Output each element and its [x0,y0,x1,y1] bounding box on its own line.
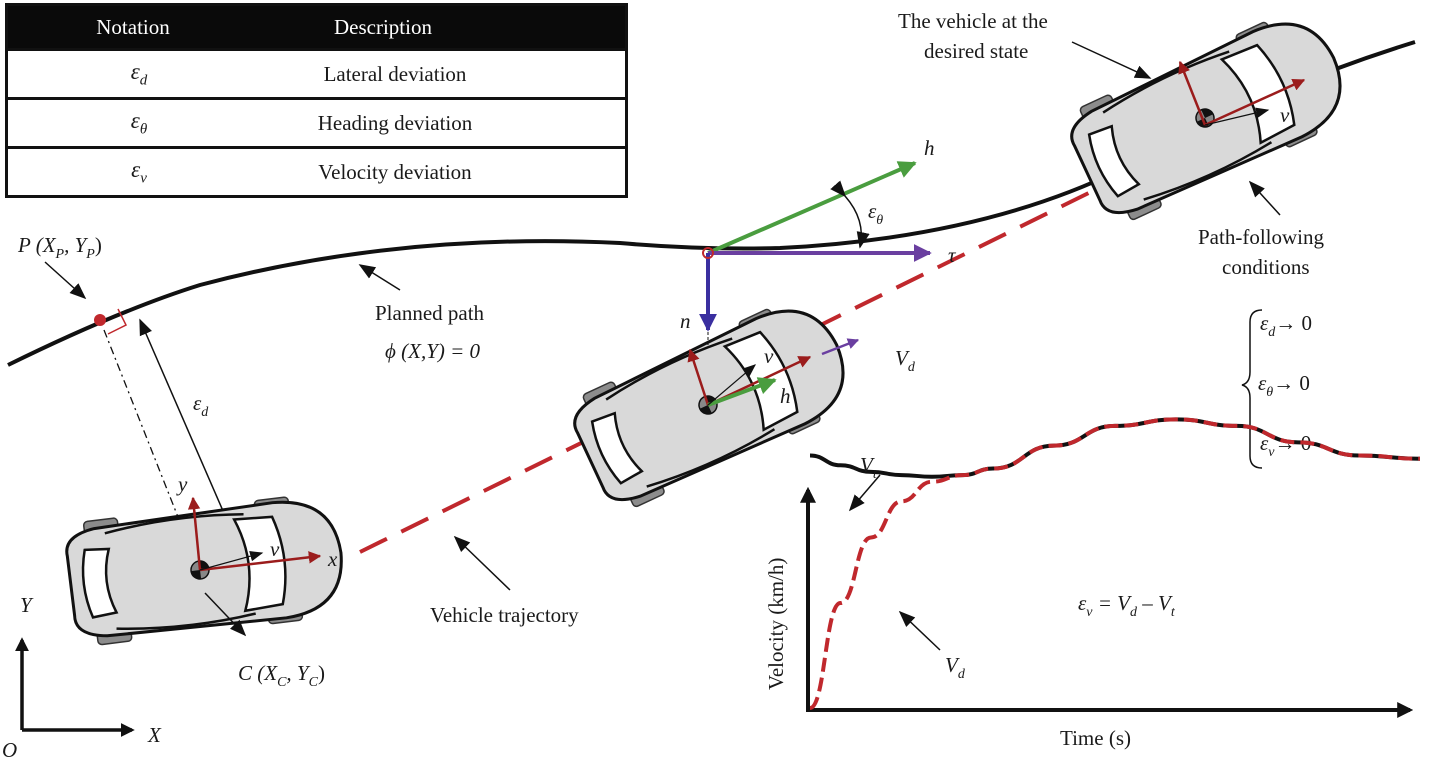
condition-heading: εθ→ 0 [1258,371,1310,400]
desired-velocity-arrow [821,338,860,356]
tau-label: τ [948,243,957,267]
notation-symbol: εv [131,156,147,187]
axis-x-label: X [147,723,162,747]
h-top-label: h [924,136,935,160]
trajectory-pointer [453,535,511,591]
origin-label: O [2,738,17,762]
table-header: Notation Description [8,6,625,48]
n-label: n [680,309,691,333]
mid-v-label: v [764,344,774,368]
axis-y-label: Y [20,593,34,617]
planned-path-pointer [358,264,401,291]
top-car-y-arrow [1178,60,1207,126]
mid-vd-label: Vd [895,346,916,375]
perpendicular-dashdot-line [103,329,196,561]
header-description: Description [334,14,432,39]
top-car-velocity-arrow [1204,107,1270,126]
vt-label: Vt [860,453,878,482]
car-x-label: x [327,547,338,571]
heading-angle-arc [830,180,870,249]
notation-description: Heading deviation [317,110,473,135]
vehicle-desired [1059,0,1362,231]
vd-label: Vd [945,653,966,682]
desired-state-pointer [1071,41,1152,79]
notation-description: Velocity deviation [318,159,472,184]
desired-state-label-line1: The vehicle at the [898,9,1048,33]
path-equation: ϕ (X,Y) = 0 [385,339,481,363]
table-row: εv Velocity deviation [8,146,625,195]
chart-annotation: εv = Vd – Vt [1078,591,1176,620]
vd-pointer [898,610,941,651]
lateral-deviation-label: εd [193,391,209,420]
notation-description: Lateral deviation [323,61,467,86]
notation-table: Notation Description εd Lateral deviatio… [5,3,628,198]
heading-arrow-top [707,161,917,255]
notation-symbol: εθ [130,107,148,138]
top-v-label: v [1280,103,1290,127]
path-following-pointer [1248,180,1281,216]
vehicle-trajectory-label: Vehicle trajectory [430,603,579,627]
chart-ylabel: Velocity (km/h) [764,558,788,690]
desired-state-label-line2: desired state [924,39,1028,63]
car-y-label: y [176,472,188,496]
global-axes [15,637,135,737]
chart-xlabel: Time (s) [1060,726,1131,750]
planned-path-label: Planned path [375,301,485,325]
condition-lateral: εd→ 0 [1260,311,1312,340]
mid-car-heading-arrow [707,377,777,407]
car-v-label: v [270,537,280,561]
series-vd-line [809,417,1421,710]
conditions-brace [1241,309,1263,469]
point-p-label: P (XP, YP) [17,233,102,262]
mid-car-y-arrow [687,348,710,406]
right-angle-marker [107,308,128,335]
top-car-x-arrow [1204,78,1306,127]
point-c-pointer [204,592,247,637]
heading-deviation-label: εθ [868,199,883,228]
car-velocity-arrow [199,551,264,571]
point-p-marker [94,314,106,326]
path-following-label-line1: Path-following [1198,225,1324,249]
point-c-label: C (XC, YC) [238,661,325,690]
path-following-label-line2: conditions [1222,255,1310,279]
vt-pointer [848,474,881,512]
velocity-chart: Time (s) Velocity (km/h) εv = Vd – Vt Vt… [764,417,1421,750]
table-row: εd Lateral deviation [8,48,625,97]
frenet-origin [702,247,714,259]
car-y-axis-arrow [187,496,202,571]
header-notation: Notation [96,14,170,39]
mid-car-velocity-arrow [707,364,757,406]
mid-h-label: h [780,384,791,408]
point-p-pointer [44,261,87,300]
car-x-axis-arrow [199,551,322,572]
notation-symbol: εd [130,58,148,89]
table-row: εθ Heading deviation [8,97,625,146]
